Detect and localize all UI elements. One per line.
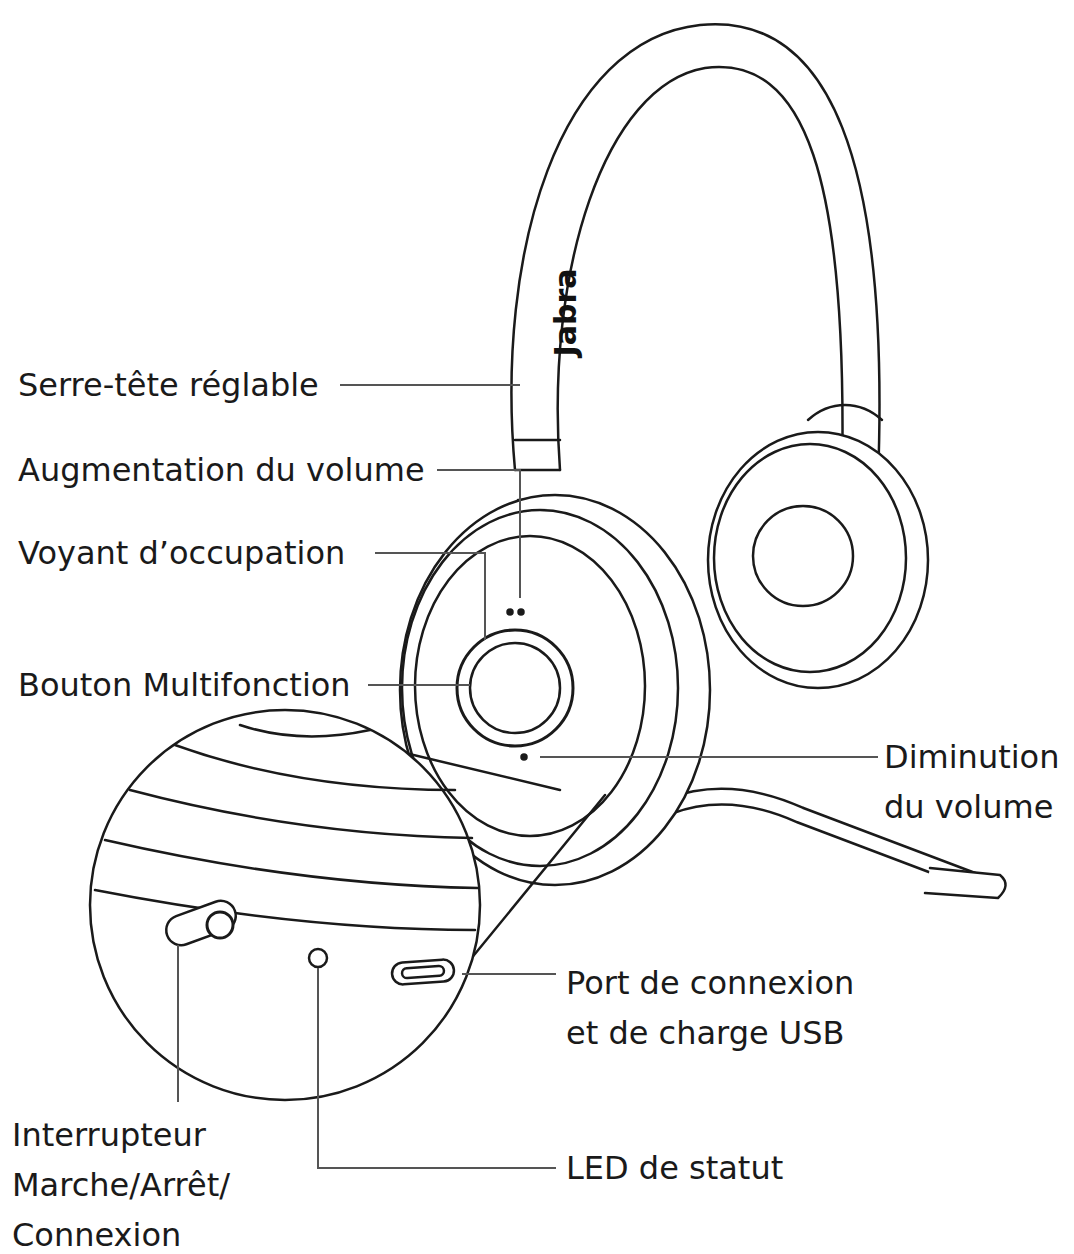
zoom-stripe xyxy=(130,790,472,838)
headband-outer xyxy=(511,24,879,480)
part-label: LED de statut xyxy=(566,1143,866,1193)
zoom-circle xyxy=(90,710,480,1100)
leader-line xyxy=(462,973,556,975)
status-led xyxy=(309,949,327,967)
leader-line xyxy=(177,945,179,1102)
brand-text: Jabra xyxy=(548,268,583,356)
right-earcup xyxy=(708,432,928,688)
leader-line xyxy=(437,470,520,598)
zoom-stripe xyxy=(95,890,475,930)
part-label: Voyant d’occupation xyxy=(18,528,378,578)
zoom-stripe xyxy=(175,745,455,790)
headband-inner xyxy=(558,67,843,480)
slider-left xyxy=(515,440,562,500)
leader-line xyxy=(375,553,485,640)
leader-line xyxy=(318,968,556,1168)
right-earcup-ring xyxy=(714,444,906,672)
headband-edge xyxy=(808,405,882,420)
multifunction-ring xyxy=(457,630,573,746)
right-earcup-center xyxy=(753,506,853,606)
leader-line xyxy=(540,756,878,758)
power-switch xyxy=(162,897,240,950)
volume-up-dot xyxy=(508,610,513,615)
volume-up-dot xyxy=(519,610,524,615)
multifunction-button xyxy=(470,643,560,733)
part-label: Augmentation du volume xyxy=(18,445,448,495)
part-label: Serre-tête réglable xyxy=(18,360,348,410)
usb-port-inner xyxy=(402,966,445,979)
leader-line xyxy=(340,384,520,386)
part-label: Diminution du volume xyxy=(884,732,1072,832)
zoom-stripe xyxy=(105,840,478,888)
usb-port xyxy=(391,959,454,985)
mic-tip xyxy=(925,868,1006,898)
volume-down-dot xyxy=(522,755,527,760)
part-label: Bouton Multifonction xyxy=(18,660,378,710)
part-label: Interrupteur Marche/Arrêt/ Connexion xyxy=(12,1110,252,1254)
part-label: Port de connexion et de charge USB xyxy=(566,958,896,1058)
zoom-stripe xyxy=(240,725,370,736)
switch-knob xyxy=(207,912,233,938)
leader-line xyxy=(368,684,470,686)
